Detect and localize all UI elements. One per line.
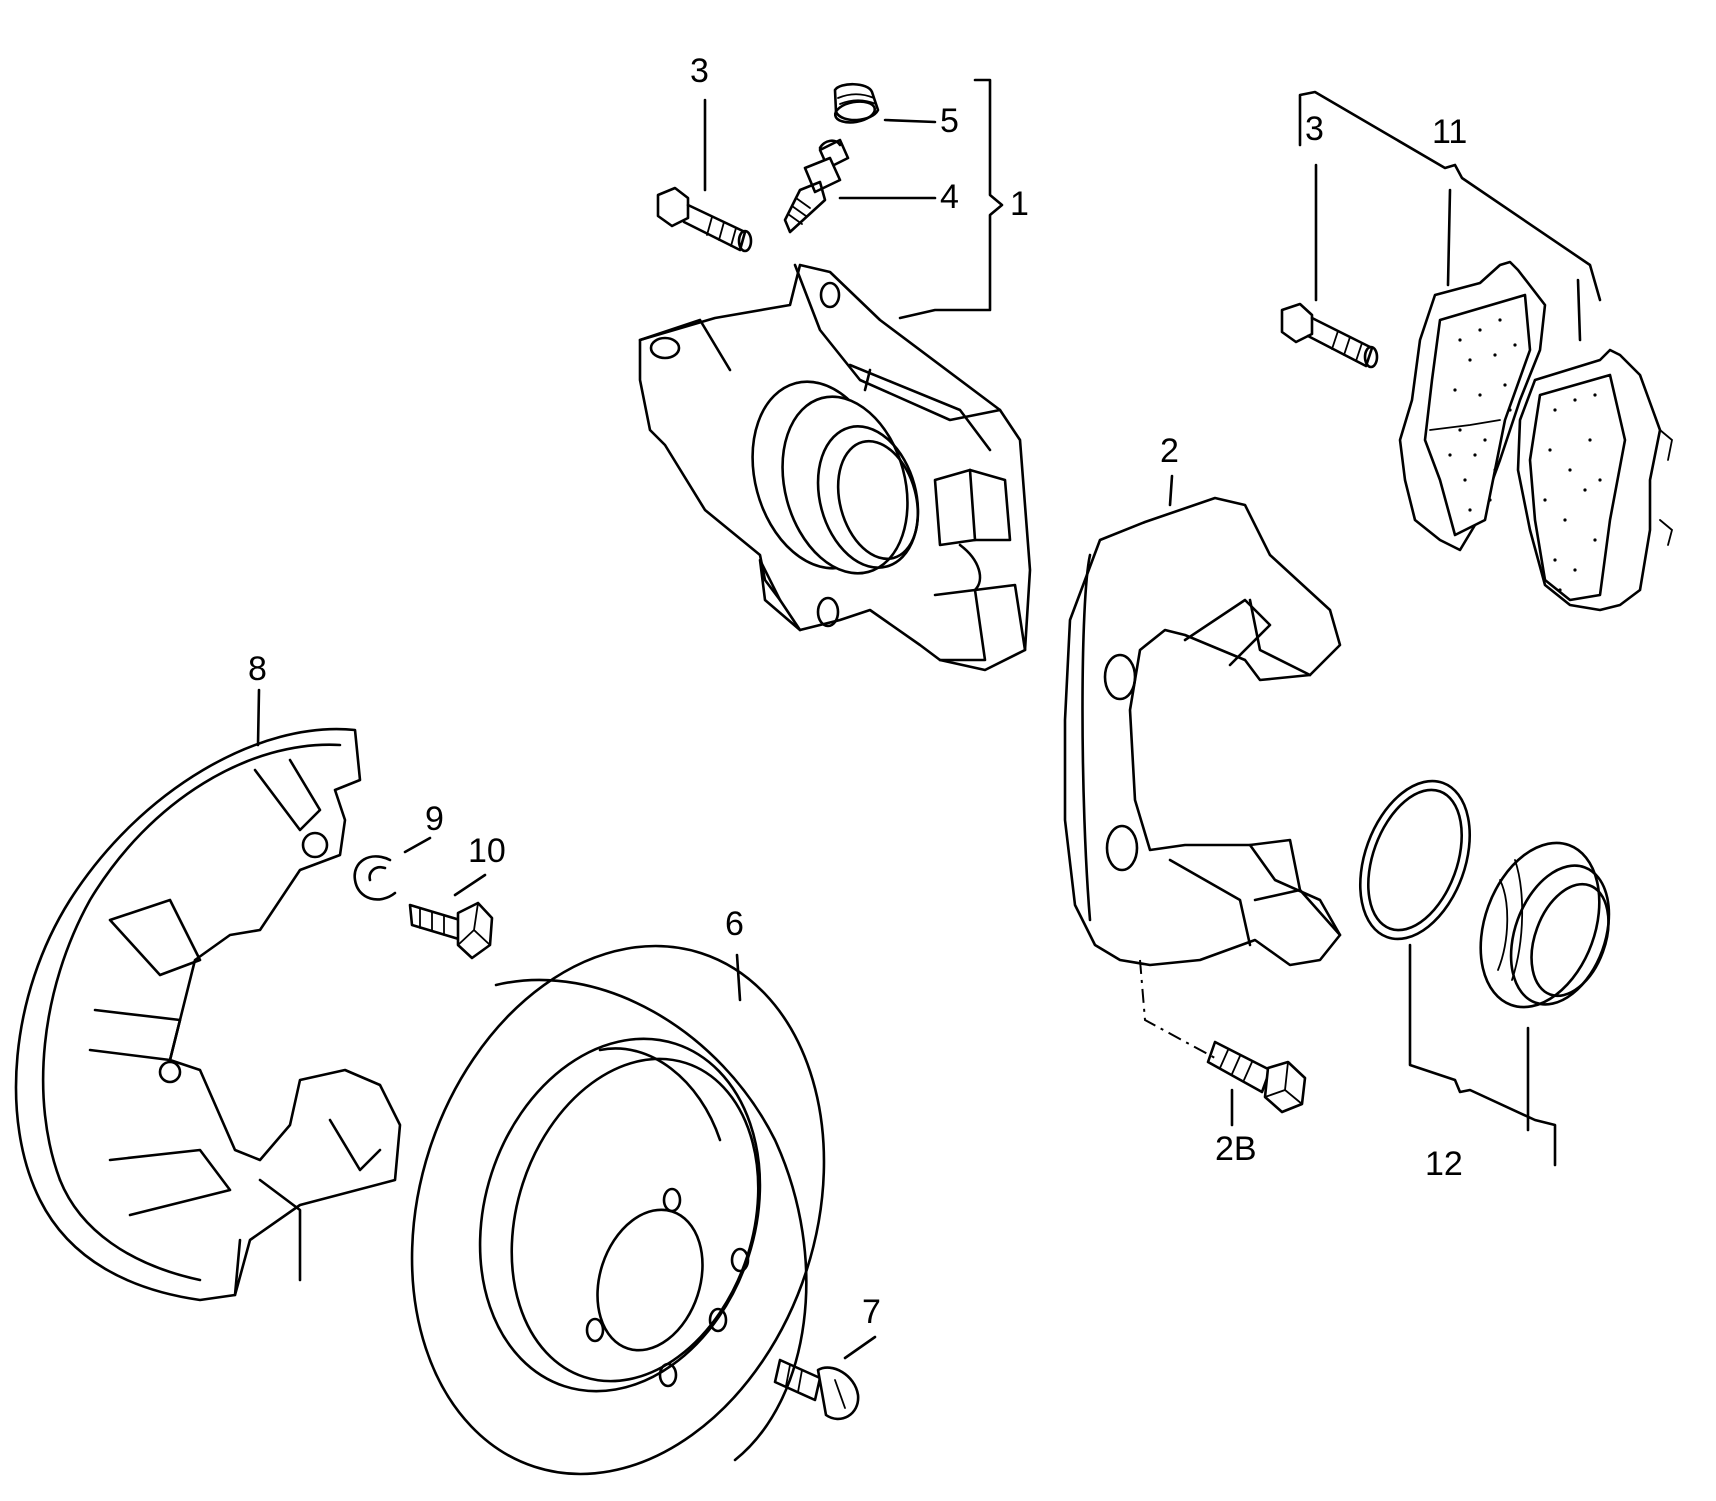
- label-11: 11: [1432, 113, 1467, 151]
- seal-kit-part-12: [1358, 779, 1611, 1009]
- label-4: 4: [940, 178, 959, 216]
- bleeder-valve-part-4: [783, 138, 850, 234]
- caliper-bolt-part-3-left: [656, 186, 753, 253]
- label-2: 2: [1160, 432, 1179, 470]
- pad-friction-texture-b: [1543, 393, 1602, 592]
- leader-lines: [256, 78, 1602, 1360]
- countersunk-screw-part-7: [773, 1358, 860, 1421]
- hex-bolt-part-10: [408, 901, 494, 960]
- label-6: 6: [725, 905, 744, 943]
- label-2b: 2B: [1215, 1130, 1257, 1168]
- bolt-axis-line: [1139, 959, 1216, 1059]
- caliper-part-1: [638, 263, 1032, 672]
- callout-labels: 1 2 2B 3 3 4 5 6 7 8 9 10 11 12: [248, 52, 1467, 1331]
- carrier-bolt-part-2b: [1206, 1040, 1307, 1114]
- guide-bolt-part-3-right: [1280, 302, 1379, 369]
- label-5: 5: [940, 102, 959, 140]
- label-9: 9: [425, 800, 444, 838]
- brake-disc-part-6: [410, 944, 826, 1476]
- brake-pads-part-11: [1398, 260, 1674, 612]
- lock-washer-part-9: [353, 855, 397, 901]
- label-12: 12: [1425, 1145, 1463, 1183]
- pad-friction-texture-a: [1448, 318, 1517, 512]
- label-3-left: 3: [690, 52, 709, 90]
- dust-cap-part-5: [833, 82, 880, 124]
- label-8: 8: [248, 650, 267, 688]
- label-7: 7: [862, 1293, 881, 1331]
- splash-shield-part-8: [14, 727, 402, 1302]
- label-1: 1: [1010, 185, 1029, 223]
- label-3-right: 3: [1305, 110, 1324, 148]
- label-10: 10: [468, 832, 506, 870]
- caliper-carrier-part-2: [1063, 496, 1342, 967]
